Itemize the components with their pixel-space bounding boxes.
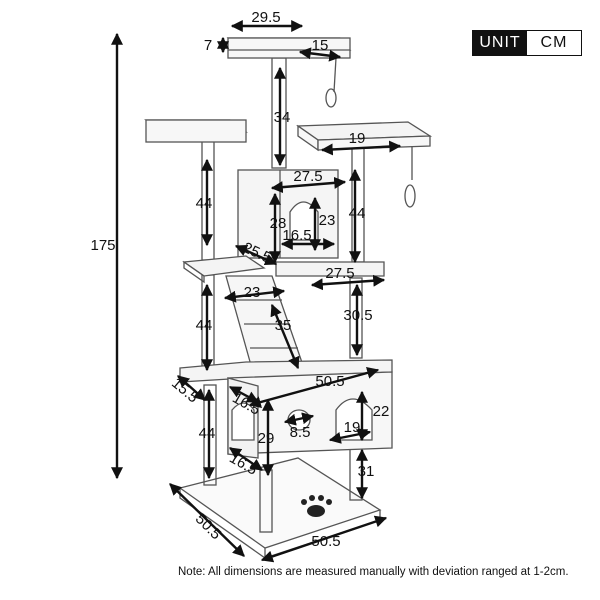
measurement-note: Note: All dimensions are measured manual… (178, 566, 569, 578)
label-platform-width: 27.5 (325, 265, 354, 282)
label-base-width: 50.5 (311, 533, 340, 550)
label-ladder-length: 35 (275, 317, 292, 334)
label-left-bottom-post: 44 (199, 425, 216, 442)
label-door-height: 22 (373, 403, 390, 420)
label-left-mid-post: 44 (196, 317, 213, 334)
hanging-toy-top (325, 57, 337, 108)
label-hole-diameter: 8.5 (290, 424, 311, 441)
label-total-height: 175 (90, 237, 115, 254)
label-top-perch-width: 29.5 (251, 9, 280, 26)
label-right-perch-width: 19 (349, 130, 366, 147)
left-perch (144, 119, 248, 143)
unit-label: UNIT (473, 31, 527, 55)
label-cabin-door-width: 16.5 (282, 227, 311, 244)
label-left-upper-post: 44 (196, 195, 213, 212)
unit-value: CM (540, 34, 568, 51)
label-bottom-post: 31 (358, 463, 375, 480)
paw-print-icon (301, 495, 332, 517)
label-top-perch-thickness: 7 (204, 37, 212, 54)
label-cabin-door-height: 23 (319, 212, 336, 229)
label-condo-height: 29 (258, 430, 275, 447)
label-step-width: 23 (244, 284, 261, 301)
label-top-perch-depth: 15 (312, 37, 329, 54)
label-cabin-height: 28 (270, 215, 287, 232)
dimension-arrows (111, 20, 402, 563)
label-top-post: 34 (274, 109, 291, 126)
unit-badge: UNIT CM (472, 30, 582, 56)
label-right-upper-post: 44 (349, 205, 366, 222)
label-right-mid-post: 30.5 (343, 307, 372, 324)
label-cabin-width: 27.5 (293, 168, 322, 185)
label-condo-width: 50.5 (315, 373, 344, 390)
label-door-width: 19 (344, 419, 361, 436)
